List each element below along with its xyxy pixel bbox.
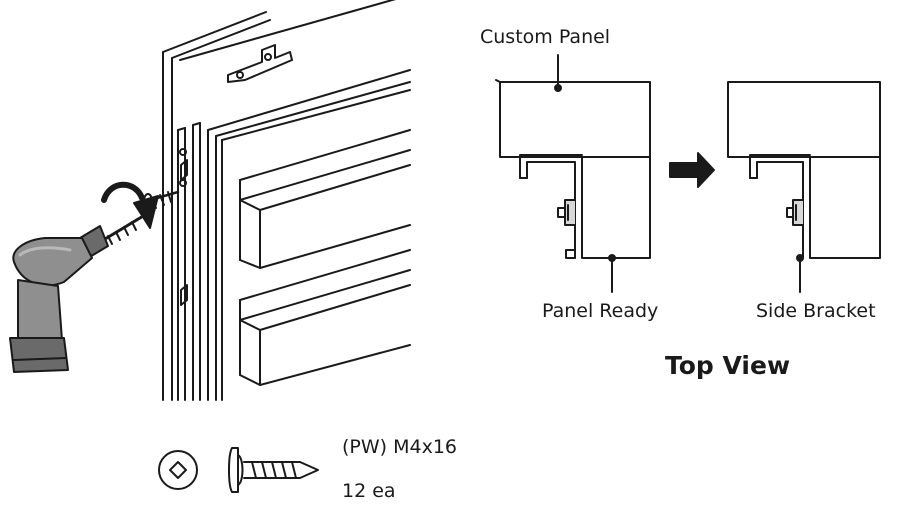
label-panel-ready: Panel Ready [542, 300, 659, 322]
drawer-shelf-lower [239, 249, 411, 386]
right-arrow-icon [669, 152, 715, 188]
label-custom-panel: Custom Panel [480, 26, 611, 48]
screw-quantity-text: 12 ea [342, 480, 396, 502]
cabinet-frame [162, 0, 396, 401]
top-view-after [727, 81, 881, 293]
screw-icon [228, 447, 319, 493]
rotation-arrow-icon [101, 181, 159, 229]
power-drill-icon [9, 210, 152, 373]
door-panel [207, 69, 411, 401]
top-view-before [495, 54, 651, 293]
top-bracket [227, 44, 293, 83]
label-side-bracket: Side Bracket [756, 300, 876, 322]
label-top-view: Top View [665, 351, 791, 380]
drawer-shelf-upper [239, 129, 411, 269]
screw-spec-text: (PW) M4x16 [342, 436, 458, 458]
washer-head-icon [158, 450, 198, 490]
